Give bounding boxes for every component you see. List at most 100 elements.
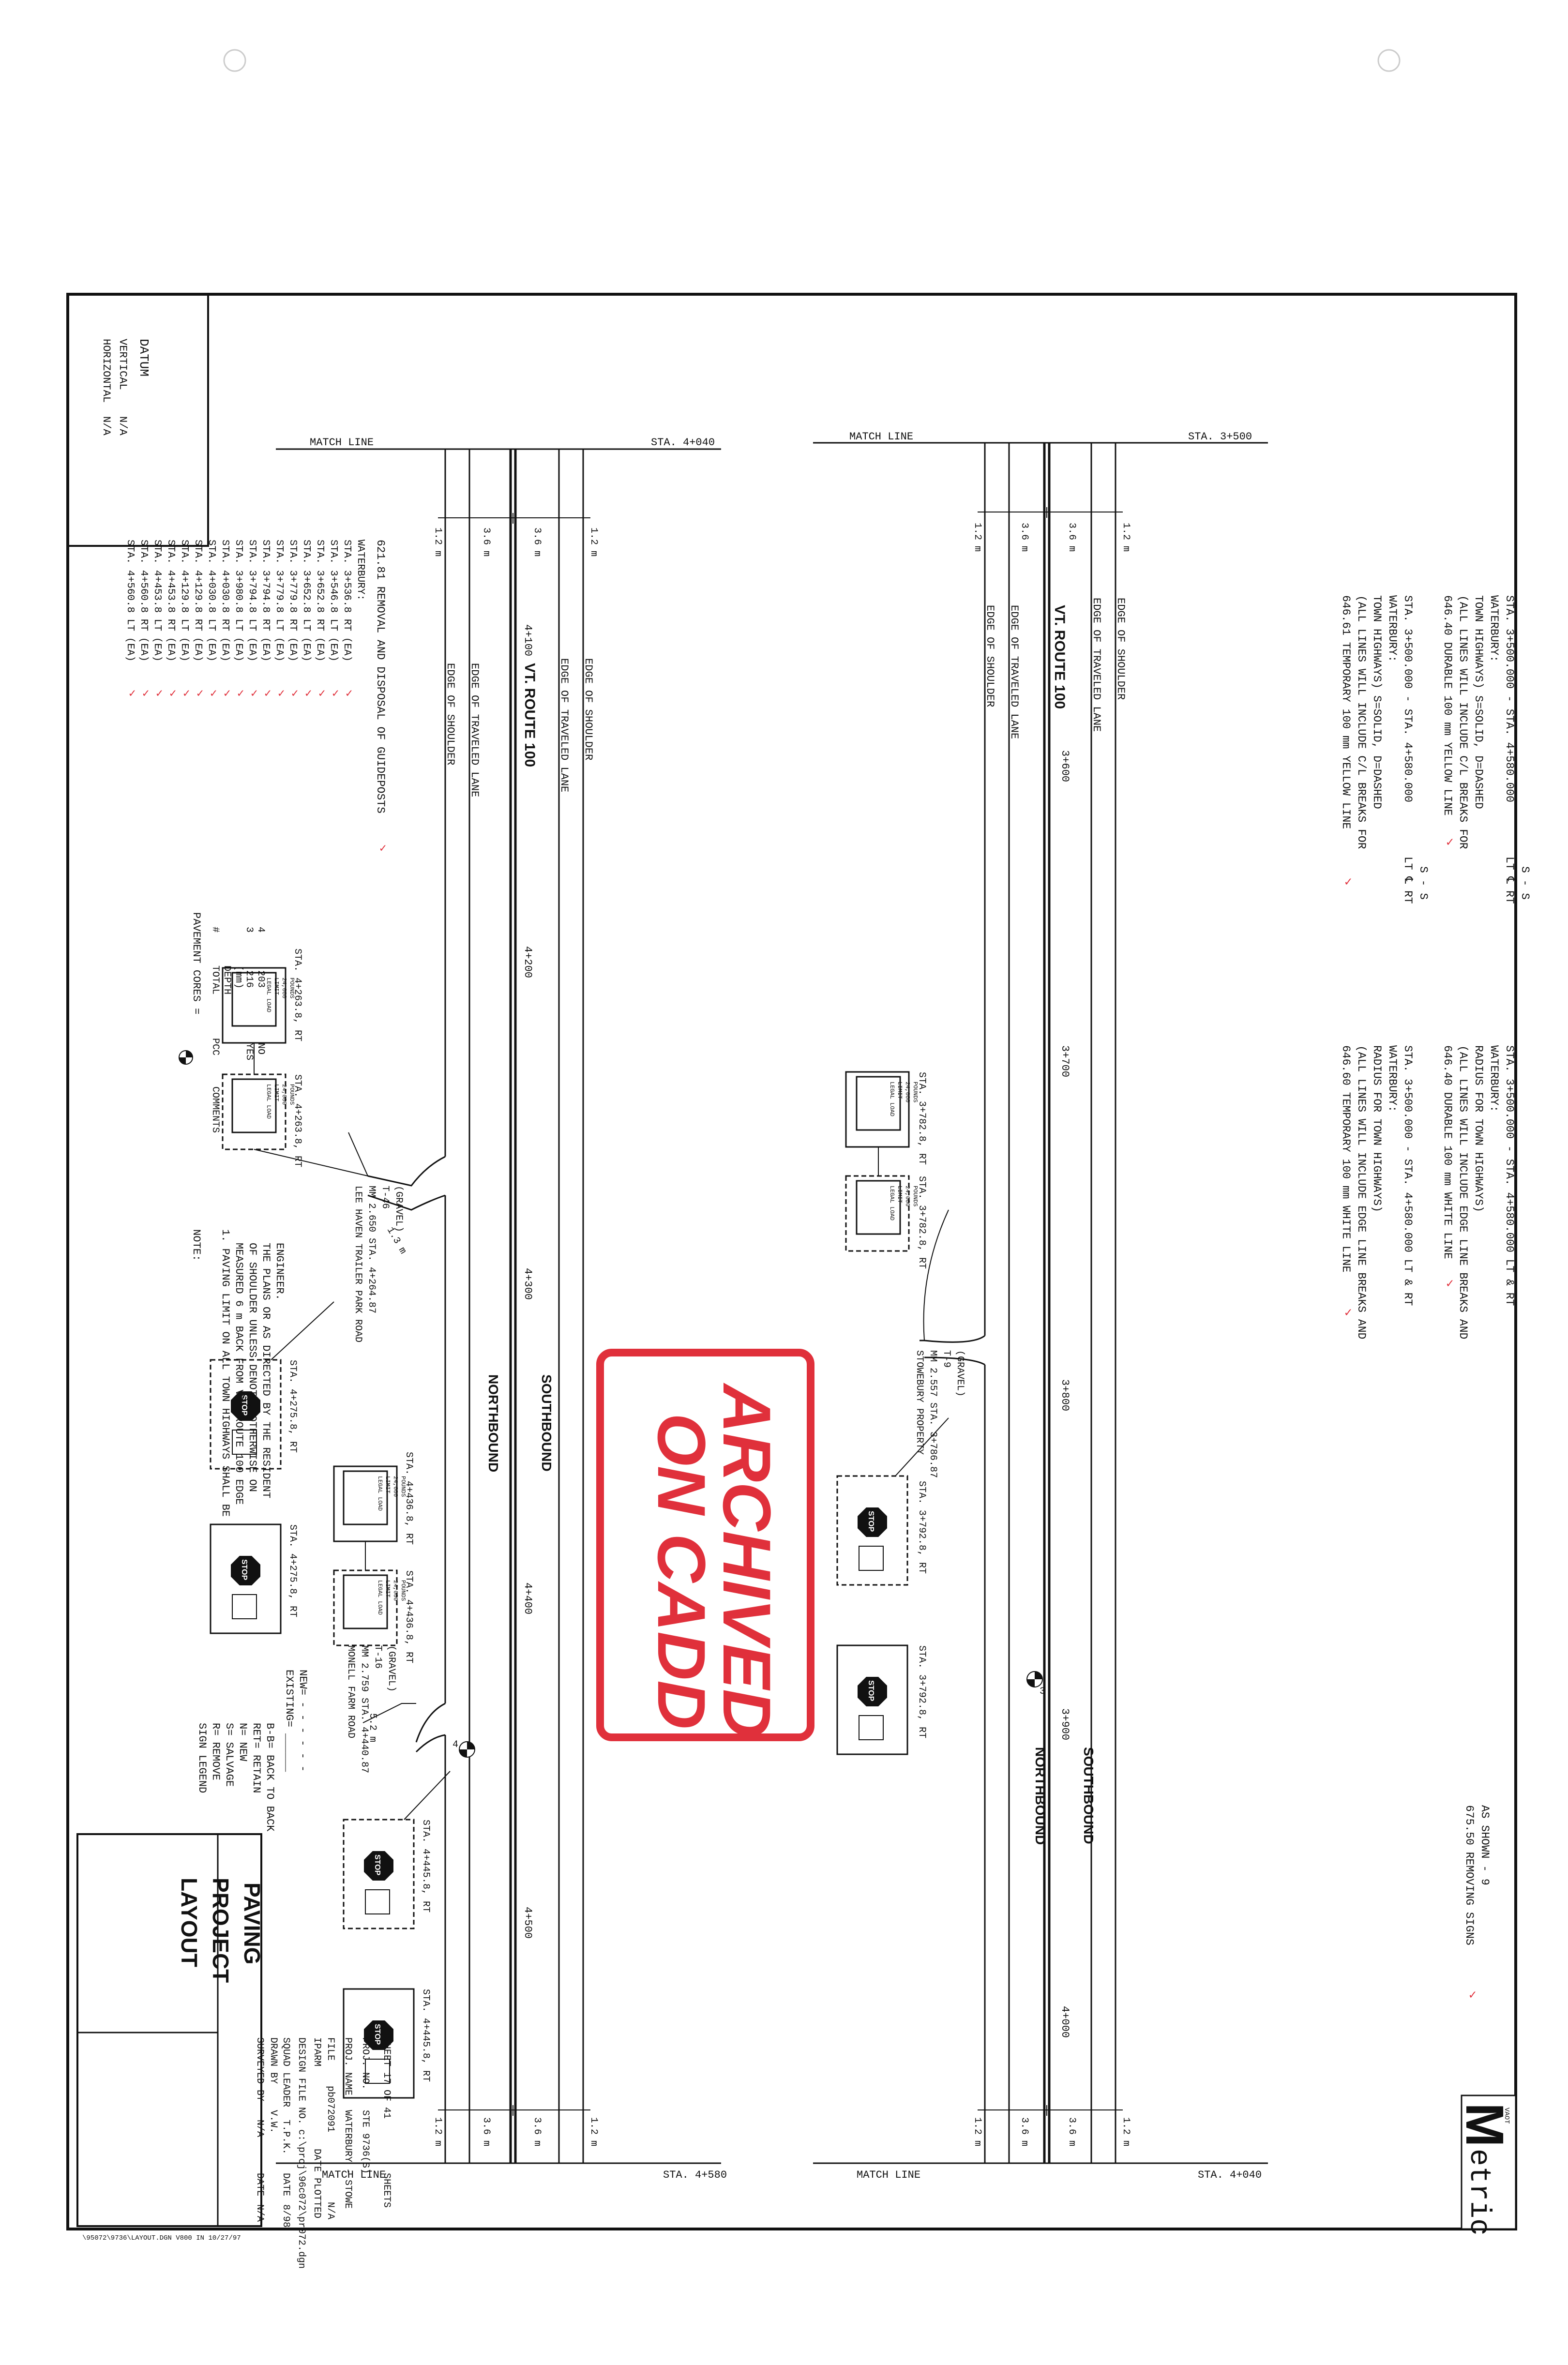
svg-text:1.2 m: 1.2 m: [972, 2117, 983, 2146]
note-removing-signs: 675.50 REMOVING SIGNS AS SHOWN - 9: [1463, 1805, 1491, 1945]
road-t46-mm: MM 2.650 STA. 4+264.87: [366, 1186, 377, 1313]
svg-text:24,000: 24,000: [904, 1186, 911, 1206]
svg-text:203: 203: [255, 970, 266, 988]
svg-text:STA. 4+445.8, RT: STA. 4+445.8, RT: [420, 1989, 431, 2082]
svg-text:STA. 4+436.8, RT: STA. 4+436.8, RT: [403, 1452, 414, 1545]
svg-text:LEGAL LOAD: LEGAL LOAD: [889, 1082, 895, 1116]
note-durable-white: 646.40 DURABLE 100 mm WHITE LINE (ALL LI…: [1441, 1045, 1516, 1339]
archived-on-cadd-stamp: ARCHIVED ON CADD: [596, 1349, 814, 1741]
svg-text:3.6 m: 3.6 m: [531, 2117, 543, 2146]
svg-text:S= SALVAGE: S= SALVAGE: [223, 1723, 235, 1787]
svg-text:WATERBURY - STOWE: WATERBURY - STOWE: [342, 2110, 353, 2209]
datum-box: DATUM VERTICAL N/A HORIZONTAL N/A: [67, 293, 209, 547]
svg-text:✓: ✓: [291, 688, 298, 701]
stop-sign-l3: STOP STA. 4+445.8, RT: [343, 1819, 431, 1929]
station-4100: 4+100: [522, 624, 534, 656]
svg-text:TOWN HIGHWAYS) S=SOLID, D=DASH: TOWN HIGHWAYS) S=SOLID, D=DASHED: [1472, 595, 1485, 809]
svg-text:NOTE:: NOTE:: [190, 1229, 202, 1261]
panel-left: MATCH LINE STA. 4+040 MATCH LINE STA. 4+…: [124, 437, 727, 2181]
svg-text:POUNDS: POUNDS: [912, 1082, 919, 1102]
panel-right: MATCH LINE STA. 3+500 MATCH LINE STA. 4+…: [813, 431, 1531, 2181]
edge-lane-label-left-sb: EDGE OF TRAVELED LANE: [558, 658, 570, 792]
svg-text:WATERBURY:: WATERBURY:: [355, 540, 366, 601]
svg-text:STA. 3+794.8 LT (EA): STA. 3+794.8 LT (EA): [246, 540, 257, 662]
legal-load-sign-1: LEGAL LOAD LIMIT 24,000 POUNDS STA. 3+78…: [845, 1071, 927, 1165]
svg-text:DATE: DATE: [280, 2173, 291, 2196]
svg-text:675.50 REMOVING SIGNS: 675.50 REMOVING SIGNS: [1463, 1805, 1476, 1945]
stop-sign-r1: STOP STA. 3+792.8, RT: [836, 1475, 927, 1586]
logo-tag: VAOT: [1503, 2108, 1510, 2124]
svg-text:LT ℄ RT: LT ℄ RT: [1402, 857, 1414, 904]
station-3700: 3+700: [1059, 1045, 1071, 1077]
svg-text:(ALL LINES WILL INCLUDE C/L BR: (ALL LINES WILL INCLUDE C/L BREAKS FOR: [1457, 595, 1469, 849]
svg-text:LIMIT: LIMIT: [273, 978, 280, 995]
svg-text:24,000: 24,000: [392, 1476, 399, 1497]
svg-text:(ALL LINES WILL INCLUDE EDGE L: (ALL LINES WILL INCLUDE EDGE LINE BREAKS…: [1457, 1045, 1469, 1339]
svg-text:646.61 TEMPORARY 100 mm YELLOW: 646.61 TEMPORARY 100 mm YELLOW LINE: [1340, 595, 1352, 829]
svg-text:STA. 3+652.8 RT (EA): STA. 3+652.8 RT (EA): [314, 540, 325, 662]
svg-text:24,000: 24,000: [392, 1580, 399, 1601]
route-label-left: VT. ROUTE 100: [522, 663, 538, 767]
svg-text:STA. 4+129.8 LT (EA): STA. 4+129.8 LT (EA): [179, 540, 190, 662]
svg-text:3.6 m: 3.6 m: [531, 527, 543, 557]
svg-text:STOP: STOP: [867, 1511, 875, 1532]
svg-text:1.2 m: 1.2 m: [432, 527, 443, 557]
edge-shoulder-label-left-sb: EDGE OF SHOULDER: [582, 658, 594, 760]
svg-text:FILE: FILE: [325, 2037, 336, 2061]
road-t9-surface: (GRAVEL): [954, 1350, 965, 1397]
svg-text:STA. 3+500.000 - STA. 4+580.00: STA. 3+500.000 - STA. 4+580.000: [1402, 595, 1414, 802]
svg-text:N/A: N/A: [254, 2204, 265, 2222]
datum-vertical-value: N/A: [117, 416, 129, 436]
svg-text:STA. 4+445.8, RT: STA. 4+445.8, RT: [420, 1820, 431, 1913]
edge-shoulder-label-sb: EDGE OF SHOULDER: [1115, 598, 1127, 700]
svg-text:EXISTING= ______: EXISTING= ______: [283, 1670, 295, 1772]
svg-text:216: 216: [243, 970, 255, 988]
svg-text:STA. 4+275.8, RT: STA. 4+275.8, RT: [287, 1524, 298, 1617]
svg-text:STA. 3+794.8 RT (EA): STA. 3+794.8 RT (EA): [260, 540, 271, 662]
svg-text:1.2 m: 1.2 m: [1120, 2117, 1131, 2146]
svg-text:✓: ✓: [196, 688, 203, 701]
svg-text:T.P.K.: T.P.K.: [280, 2120, 291, 2154]
svg-text:✓: ✓: [1446, 835, 1454, 850]
northbound-right: NORTHBOUND: [1033, 1747, 1048, 1845]
svg-text:LT ℄ RT: LT ℄ RT: [1503, 857, 1516, 904]
road-t16-surface: (GRAVEL): [386, 1645, 397, 1692]
svg-text:3.6 m: 3.6 m: [1019, 2117, 1030, 2146]
svg-text:STA. 3+546.8 LT (EA): STA. 3+546.8 LT (EA): [328, 540, 339, 662]
stamp-line-2: ON CADD: [644, 1413, 720, 1729]
svg-text:✓: ✓: [379, 843, 386, 856]
svg-text:✓: ✓: [346, 688, 352, 701]
datum-vertical-label: VERTICAL: [117, 339, 129, 390]
svg-text:24,000: 24,000: [904, 1082, 911, 1102]
sta-bottom-left: STA. 4+580: [663, 2169, 727, 2181]
svg-text:MEASURED 6 m BACK FROM VT. ROU: MEASURED 6 m BACK FROM VT. ROUTE 100 EDG…: [233, 1243, 245, 1505]
datum-horizontal-label: HORIZONTAL: [100, 339, 112, 403]
sta-label-r2: STA. 3+782.8, RT: [916, 1176, 927, 1269]
match-line-bottom-right: MATCH LINE: [857, 2169, 920, 2181]
svg-text:DATE: DATE: [254, 2173, 265, 2196]
svg-text:STA. 4+030.8 RT (EA): STA. 4+030.8 RT (EA): [219, 540, 230, 662]
station-4200: 4+200: [522, 946, 534, 978]
edge-lane-label-sb: EDGE OF TRAVELED LANE: [1090, 598, 1102, 732]
svg-text:PROJ. NAME: PROJ. NAME: [342, 2037, 353, 2095]
svg-text:THE PLANS OR AS DIRECTED BY TH: THE PLANS OR AS DIRECTED BY THE RESIDENT: [260, 1243, 272, 1498]
svg-text:TOWN HIGHWAYS) S=SOLID, D=DASH: TOWN HIGHWAYS) S=SOLID, D=DASHED: [1371, 595, 1383, 809]
station-3600: 3+600: [1059, 750, 1071, 782]
svg-text:OF SHOULDER UNLESS DENOTED OTH: OF SHOULDER UNLESS DENOTED OTHERWISE ON: [246, 1243, 258, 1492]
svg-text:POUNDS: POUNDS: [288, 978, 295, 998]
svg-text:1.2 m: 1.2 m: [588, 527, 599, 557]
svg-text:1.2 m: 1.2 m: [432, 2117, 443, 2146]
svg-text:LEGAL LOAD: LEGAL LOAD: [265, 1084, 272, 1119]
match-line-top-right: MATCH LINE: [849, 431, 913, 443]
svg-text:1.3 m: 1.3 m: [384, 1225, 408, 1256]
svg-text:✓: ✓: [1344, 1306, 1352, 1320]
svg-text:3.6 m: 3.6 m: [481, 2117, 492, 2146]
svg-text:STA. 3+500.000 - STA. 4+580.00: STA. 3+500.000 - STA. 4+580.000 LT & RT: [1503, 1045, 1516, 1306]
svg-text:4: 4: [452, 1739, 458, 1750]
svg-text:LIMIT: LIMIT: [273, 1084, 280, 1101]
road-t46-number: T-46: [379, 1186, 391, 1209]
svg-text:3: 3: [243, 927, 255, 933]
stop-sign-l4: STOP STA. 4+445.8, RT: [343, 1988, 431, 2099]
svg-text:STA. 4+263.8, RT: STA. 4+263.8, RT: [292, 1074, 303, 1167]
